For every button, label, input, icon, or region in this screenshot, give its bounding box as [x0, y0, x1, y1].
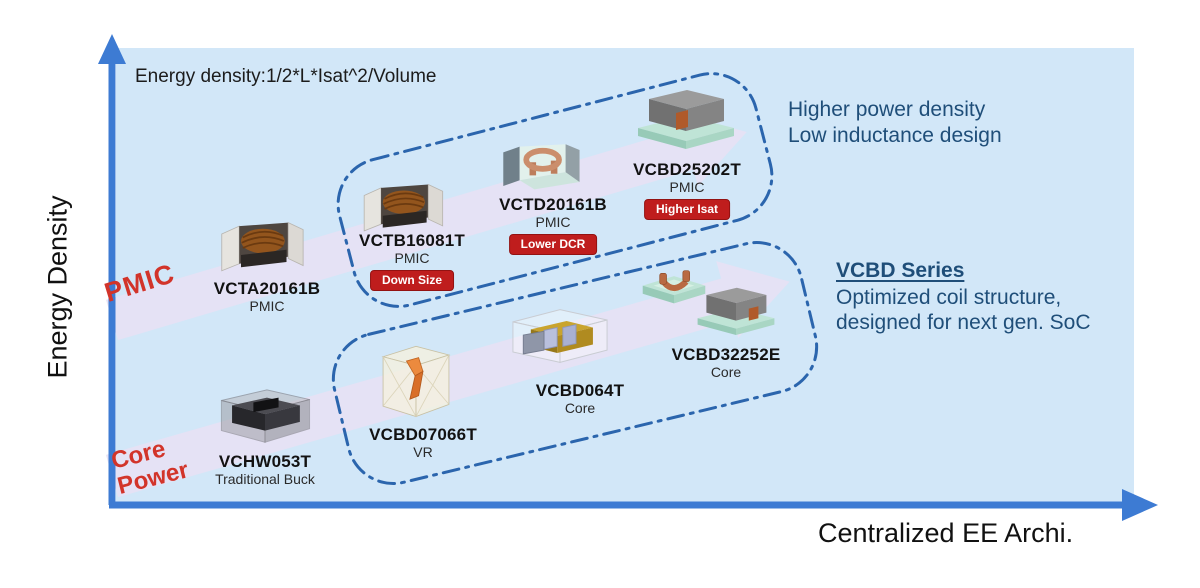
product-image-vchw053t	[220, 389, 311, 443]
product-name: VCTD20161B	[499, 195, 607, 214]
product-type: PMIC	[535, 214, 571, 230]
product-name: VCBD07066T	[369, 425, 477, 444]
energy-density-formula: Energy density:1/2*L*Isat^2/Volume	[135, 66, 437, 87]
y-axis-label: Energy Density	[42, 195, 73, 379]
product-name: VCTB16081T	[359, 231, 465, 250]
product-badge: Down Size	[369, 270, 454, 291]
product-label-vchw053t: VCHW053T Traditional Buck	[215, 452, 315, 488]
product-type: Core	[710, 364, 742, 380]
product-type: Traditional Buck	[215, 471, 315, 487]
product-image-vctd20161b	[503, 144, 580, 190]
product-image-vcbd32252e-coil	[642, 270, 706, 304]
product-badge: Lower DCR	[508, 234, 598, 255]
pmic-trend-arrow	[106, 113, 747, 341]
product-image-vcbd064t	[512, 309, 608, 363]
product-image-vcbd32252e	[697, 287, 775, 335]
product-type: Core	[564, 400, 596, 416]
annotation-higher-power-density: Higher power density Low inductance desi…	[788, 97, 1002, 149]
product-label-vcbd064t: VCBD064T Core	[536, 381, 625, 417]
x-axis-label: Centralized EE Archi.	[818, 518, 1074, 548]
x-axis-arrowhead-icon	[1122, 489, 1158, 521]
product-label-vctb16081t: VCTB16081T PMIC Down Size	[359, 231, 465, 291]
product-label-vcbd32252e: VCBD32252E Core	[672, 345, 781, 381]
product-type: VR	[413, 444, 433, 460]
product-label-vcbd07066t: VCBD07066T VR	[369, 425, 477, 461]
axes	[98, 34, 1158, 521]
product-image-vcbd07066t	[381, 345, 451, 418]
annotation-vcbd-series: VCBD Series Optimized coil structure, de…	[836, 258, 1091, 335]
y-axis-arrowhead-icon	[98, 34, 126, 64]
product-label-vcbd25202t: VCBD25202T PMIC Higher Isat	[633, 160, 741, 220]
vcbd-series-line-1: Optimized coil structure,	[836, 286, 1062, 309]
product-label-vctd20161b: VCTD20161B PMIC Lower DCR	[499, 195, 607, 255]
vcbd-group-outline	[331, 241, 819, 485]
product-name: VCBD064T	[535, 381, 625, 400]
product-label-vcta20161b: VCTA20161B PMIC	[214, 279, 321, 315]
annotation-line-2: Low inductance design	[788, 124, 1002, 147]
pmic-group-outline	[336, 72, 774, 308]
vcbd-series-title: VCBD Series	[836, 259, 965, 282]
product-badge: Higher Isat	[643, 199, 731, 220]
product-type: PMIC	[394, 250, 430, 266]
annotation-line-1: Higher power density	[788, 98, 986, 121]
product-name: VCTA20161B	[213, 279, 321, 298]
product-image-vcbd25202t	[638, 90, 734, 149]
product-image-vctb16081t	[363, 183, 444, 232]
product-image-vcta20161b	[221, 221, 304, 272]
product-name: VCBD32252E	[671, 345, 781, 364]
product-name: VCBD25202T	[633, 160, 741, 179]
product-type: PMIC	[669, 179, 705, 195]
product-name: VCHW053T	[218, 452, 312, 471]
product-type: PMIC	[249, 298, 285, 314]
vcbd-series-line-2: designed for next gen. SoC	[836, 311, 1091, 334]
